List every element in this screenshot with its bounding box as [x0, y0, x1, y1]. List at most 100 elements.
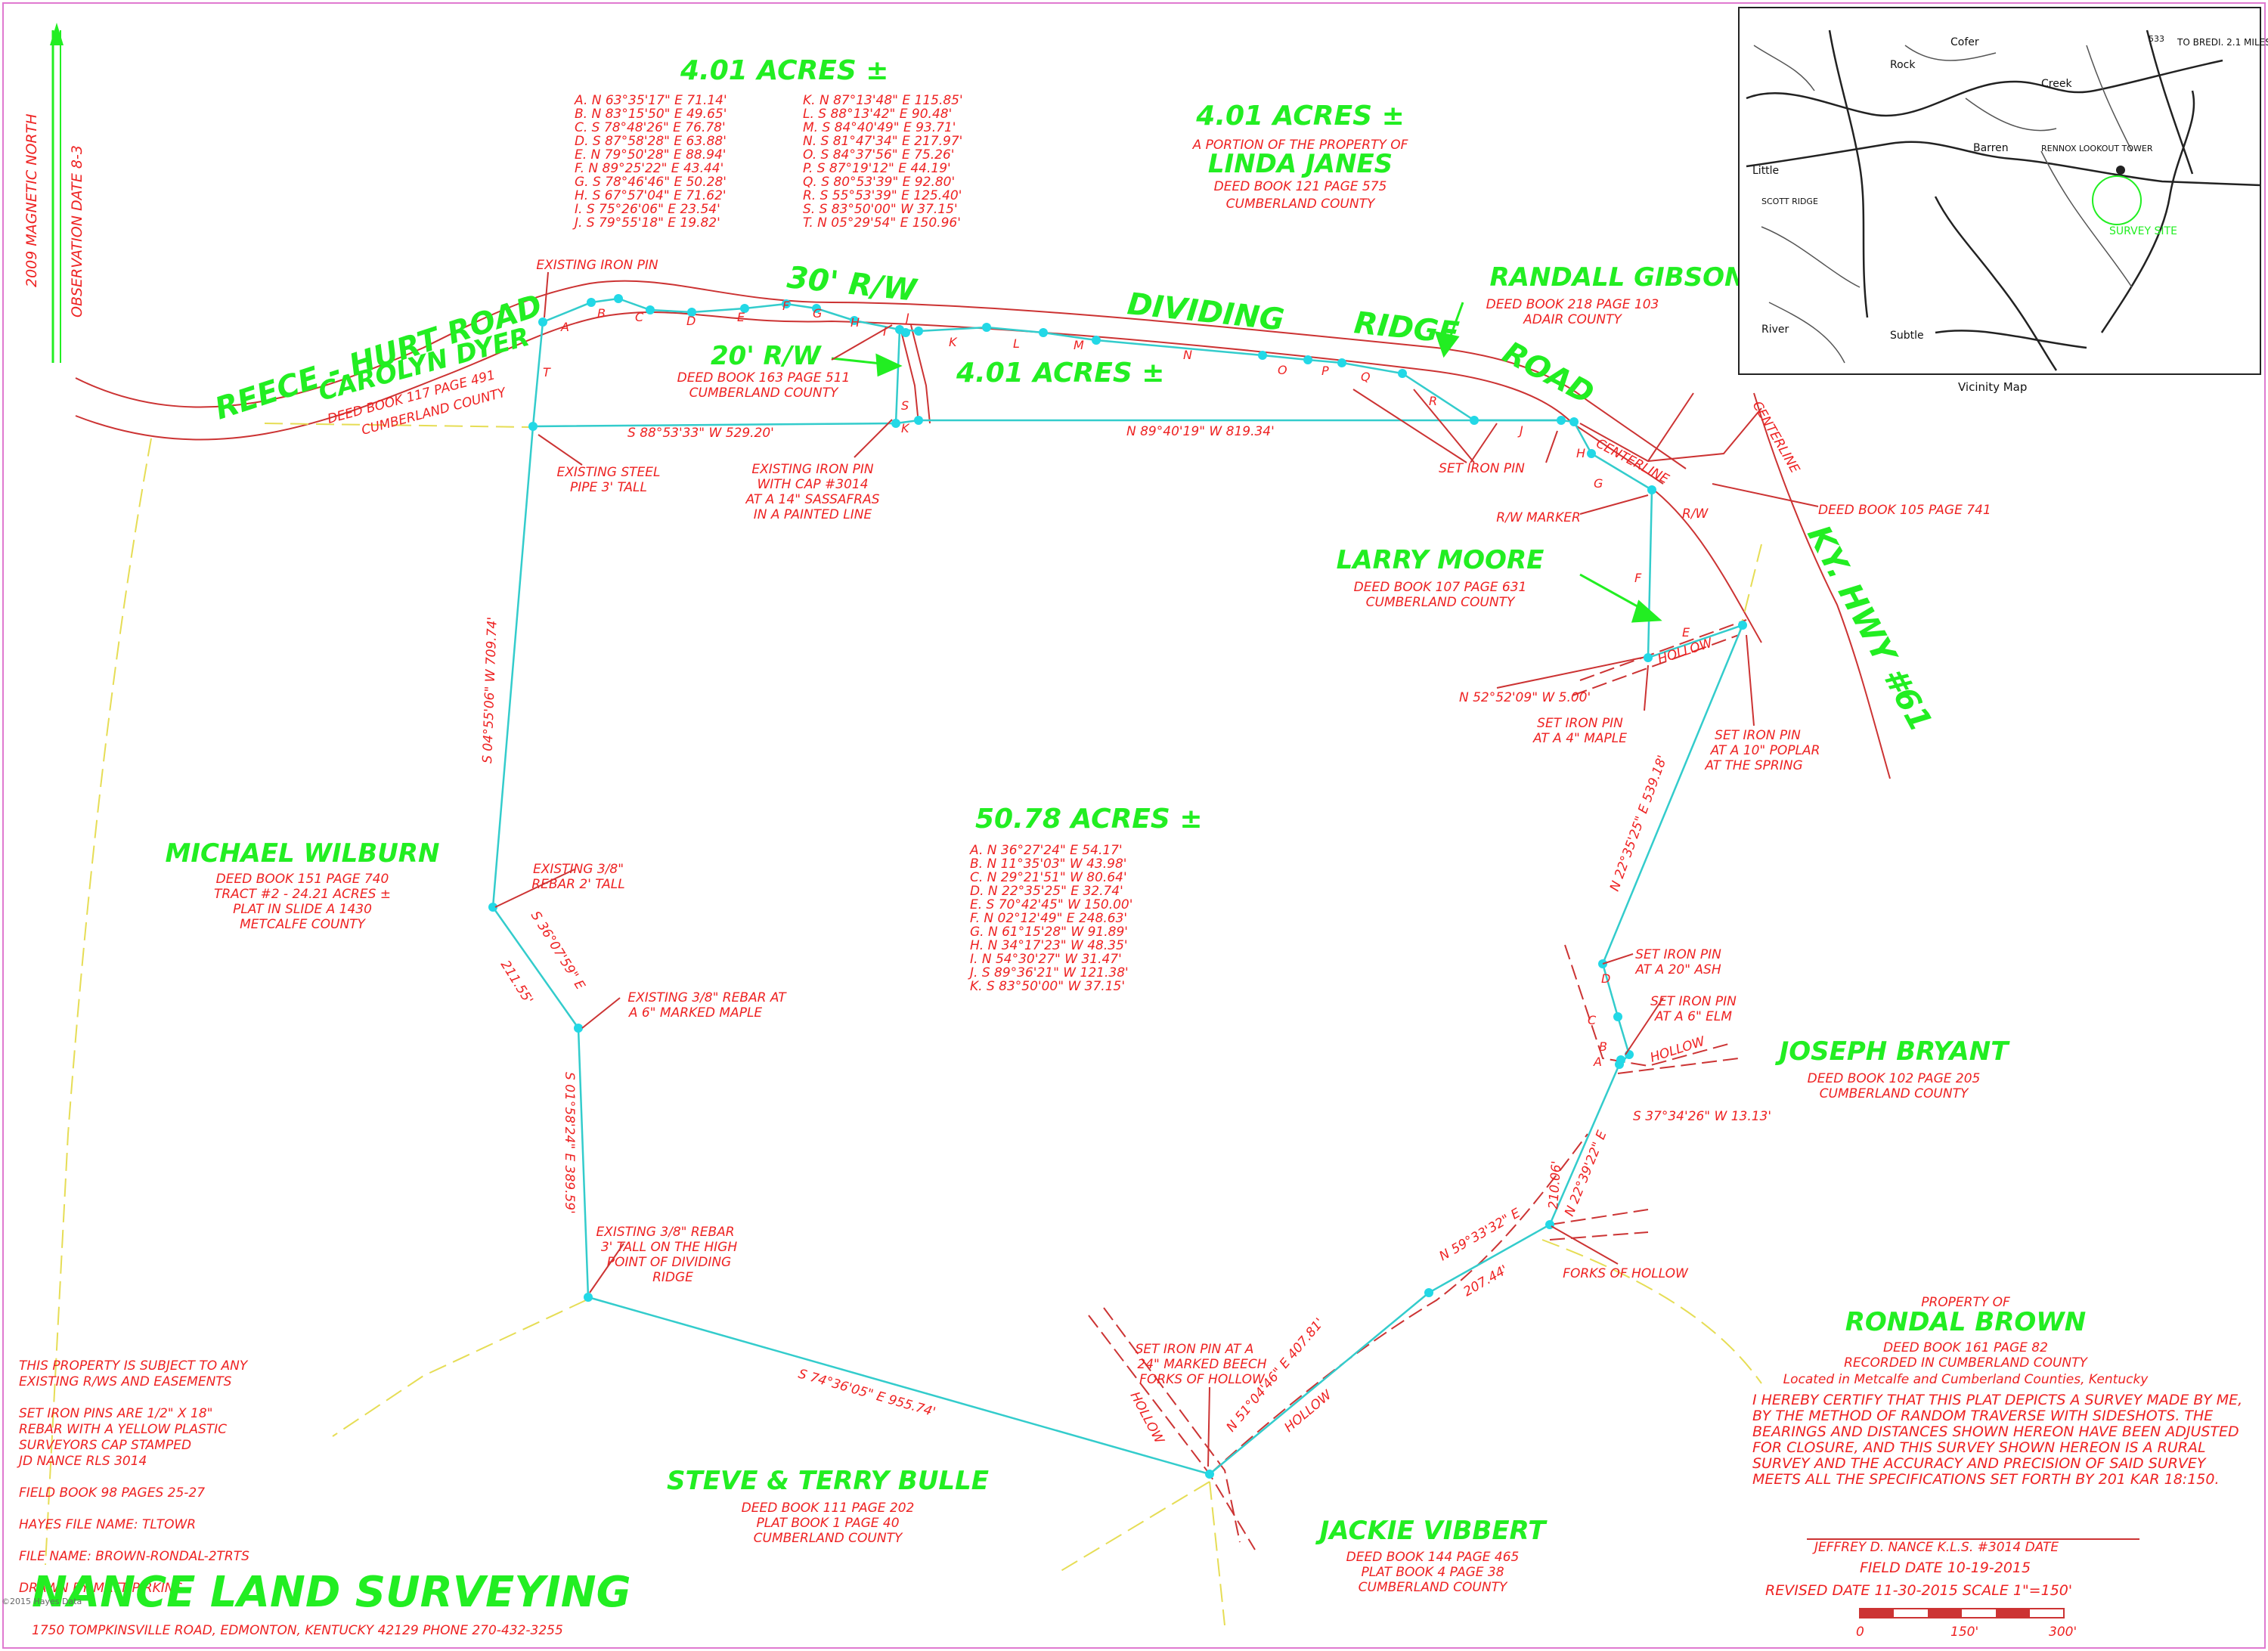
svg-text:300': 300' — [2049, 1625, 2077, 1640]
existing-iron-pin-note: EXISTING IRON PIN — [536, 258, 658, 273]
callouts: EXISTING IRON PIN EXISTING STEEL PIPE 3'… — [531, 258, 1820, 1387]
bearing-call: Q. S 80°53'39" E 92.80' — [803, 175, 955, 190]
green-arrows — [831, 302, 1662, 623]
property-block: PROPERTY OF RONDAL BROWN DEED BOOK 161 P… — [1783, 1295, 2149, 1387]
svg-text:River: River — [1761, 324, 1789, 336]
svg-text:AT THE SPRING: AT THE SPRING — [1704, 758, 1802, 773]
svg-text:RENNOX LOOKOUT TOWER: RENNOX LOOKOUT TOWER — [2041, 144, 2153, 153]
hollow-label-3: HOLLOW — [1127, 1389, 1167, 1447]
certification: I HEREBY CERTIFY THAT THIS PLAT DEPICTS … — [1752, 1392, 2242, 1488]
svg-text:FORKS OF HOLLOW: FORKS OF HOLLOW — [1563, 1266, 1689, 1281]
survey-point — [812, 304, 821, 313]
survey-point — [1205, 1470, 1214, 1479]
svg-text:PLAT BOOK 4 PAGE 38: PLAT BOOK 4 PAGE 38 — [1361, 1565, 1504, 1580]
point-label-g2: G — [1594, 476, 1603, 491]
svg-text:AT A 14" SASSAFRAS: AT A 14" SASSAFRAS — [745, 492, 879, 507]
owner-randall: RANDALL GIBSON DEED BOOK 218 PAGE 103 AD… — [1486, 262, 1746, 327]
company-address: 1750 TOMPKINSVILLE ROAD, EDMONTON, KENTU… — [32, 1623, 563, 1638]
legend-line: FILE NAME: BROWN-RONDAL-2TRTS — [19, 1549, 249, 1564]
point-label-a2: A — [1593, 1055, 1602, 1069]
bearing-call: S. S 83°50'00" W 37.15' — [803, 202, 958, 217]
survey-point — [982, 323, 991, 332]
svg-text:Little: Little — [1752, 165, 1779, 177]
point-label-o: O — [1278, 363, 1287, 377]
survey-point — [1587, 449, 1596, 458]
svg-text:EXISTING 3/8" REBAR AT: EXISTING 3/8" REBAR AT — [627, 990, 787, 1005]
linda-name: LINDA JANES — [1208, 149, 1393, 179]
survey-point — [782, 299, 791, 308]
svg-text:EXISTING 3/8": EXISTING 3/8" — [533, 862, 624, 877]
bearing-call: D. S 87°58'28" E 63.88' — [575, 134, 727, 149]
svg-text:207.44': 207.44' — [1461, 1262, 1511, 1299]
svg-text:CUMBERLAND COUNTY: CUMBERLAND COUNTY — [754, 1531, 903, 1546]
owner-michael: MICHAEL WILBURN DEED BOOK 151 PAGE 740 T… — [166, 838, 440, 932]
svg-text:CUMBERLAND COUNTY: CUMBERLAND COUNTY — [689, 386, 839, 401]
point-label-n: N — [1183, 348, 1192, 362]
svg-text:WITH CAP #3014: WITH CAP #3014 — [757, 477, 868, 492]
legend-line: HAYES FILE NAME: TLTOWR — [19, 1517, 196, 1532]
point-label-a: A — [560, 320, 569, 334]
svg-text:DEED BOOK 161 PAGE 82: DEED BOOK 161 PAGE 82 — [1883, 1340, 2048, 1355]
top-calls-right: K. N 87°13'48" E 115.85'L. S 88°13'42" E… — [803, 93, 963, 231]
svg-text:PLAT BOOK 1 PAGE 40: PLAT BOOK 1 PAGE 40 — [756, 1516, 899, 1531]
svg-text:ADAIR COUNTY: ADAIR COUNTY — [1523, 312, 1622, 327]
svg-text:S 74°36'05" E 955.74': S 74°36'05" E 955.74' — [797, 1367, 937, 1420]
svg-text:LARRY MOORE: LARRY MOORE — [1337, 545, 1545, 575]
vicinity-map: Cofer Creek Barren RENNOX LOOKOUT TOWER … — [1738, 7, 2268, 394]
survey-point — [488, 903, 497, 912]
owner-jackie: JACKIE VIBBERT DEED BOOK 144 PAGE 465 PL… — [1315, 1516, 1548, 1595]
hollow-label-2: HOLLOW — [1648, 1033, 1707, 1065]
survey-point — [914, 327, 923, 336]
road-lines — [75, 280, 1891, 779]
svg-text:CUMBERLAND COUNTY: CUMBERLAND COUNTY — [1359, 1580, 1508, 1595]
db105-label: DEED BOOK 105 PAGE 741 — [1818, 503, 1991, 518]
property-owner: RONDAL BROWN — [1845, 1307, 2087, 1337]
survey-point — [1337, 358, 1346, 367]
svg-text:N 89°40'19" W 819.34': N 89°40'19" W 819.34' — [1126, 424, 1275, 439]
svg-text:MICHAEL WILBURN: MICHAEL WILBURN — [166, 838, 440, 869]
centerline-label-2: CENTERLINE — [1749, 399, 1803, 476]
survey-point — [687, 308, 696, 317]
survey-point — [1470, 416, 1479, 425]
svg-text:EXISTING STEEL: EXISTING STEEL — [556, 465, 660, 480]
point-label-e: E — [737, 310, 745, 324]
svg-text:SET IRON PIN: SET IRON PIN — [1537, 716, 1623, 731]
svg-text:533: 533 — [2149, 34, 2164, 44]
main-tract-block: 50.78 ACRES ± A. N 36°27'24" E 54.17'B. … — [968, 804, 1203, 994]
bearing-call: C. N 29°21'51" W 80.64' — [970, 870, 1127, 885]
bearing-call: I. S 75°26'06" E 23.54' — [575, 202, 720, 217]
linda-janes-block: 4.01 ACRES ± A PORTION OF THE PROPERTY O… — [1192, 101, 1408, 212]
hollow-label-1: HOLLOW — [1656, 635, 1715, 667]
svg-text:DEED BOOK 151 PAGE 740: DEED BOOK 151 PAGE 740 — [216, 872, 389, 887]
survey-point — [584, 1293, 593, 1302]
survey-point — [1039, 328, 1048, 337]
svg-text:FORKS OF HOLLOW: FORKS OF HOLLOW — [1139, 1372, 1266, 1387]
survey-point — [914, 416, 923, 425]
point-label-s: S — [901, 398, 909, 413]
top-tract-block: 4.01 ACRES ± A. N 63°35'17" E 71.14'B. N… — [572, 55, 1164, 389]
linda-county: CUMBERLAND COUNTY — [1226, 197, 1376, 212]
point-label-q: Q — [1361, 370, 1371, 384]
top-calls-left: A. N 63°35'17" E 71.14'B. N 83°15'50" E … — [572, 93, 727, 231]
svg-text:SET IRON PIN: SET IRON PIN — [1635, 947, 1721, 962]
cert-line: FOR CLOSURE, AND THIS SURVEY SHOWN HEREO… — [1752, 1439, 2206, 1456]
svg-text:3' TALL ON THE HIGH: 3' TALL ON THE HIGH — [601, 1240, 737, 1255]
point-label-j: J — [903, 311, 909, 325]
svg-text:PLAT IN SLIDE A 1430: PLAT IN SLIDE A 1430 — [233, 902, 372, 917]
bearing-call: J. S 89°36'21" W 121.38' — [968, 965, 1129, 980]
legend-line: JD NANCE RLS 3014 — [17, 1454, 147, 1469]
bearing-call: P. S 87°19'12" E 44.19' — [803, 161, 951, 176]
point-label-h2: H — [1576, 446, 1585, 460]
signer: JEFFREY D. NANCE K.L.S. #3014 DATE — [1812, 1540, 2059, 1555]
svg-text:SET IRON PIN AT A: SET IRON PIN AT A — [1136, 1342, 1254, 1357]
survey-point — [1644, 653, 1653, 662]
road-label: ROAD — [1497, 335, 1599, 411]
svg-text:DEED BOOK 144 PAGE 465: DEED BOOK 144 PAGE 465 — [1346, 1550, 1520, 1565]
legend-line: FIELD BOOK 98 PAGES 25-27 — [19, 1485, 205, 1501]
rw-label: R/W — [1682, 506, 1709, 522]
cert-line: MEETS ALL THE SPECIFICATIONS SET FORTH B… — [1752, 1471, 2220, 1488]
legend-line: REBAR WITH A YELLOW PLASTIC — [19, 1422, 227, 1437]
bearing-call: N. S 81°47'34" E 217.97' — [803, 134, 962, 149]
cert-line: BY THE METHOD OF RANDOM TRAVERSE WITH SI… — [1752, 1408, 2213, 1424]
point-label-d: D — [686, 314, 696, 328]
